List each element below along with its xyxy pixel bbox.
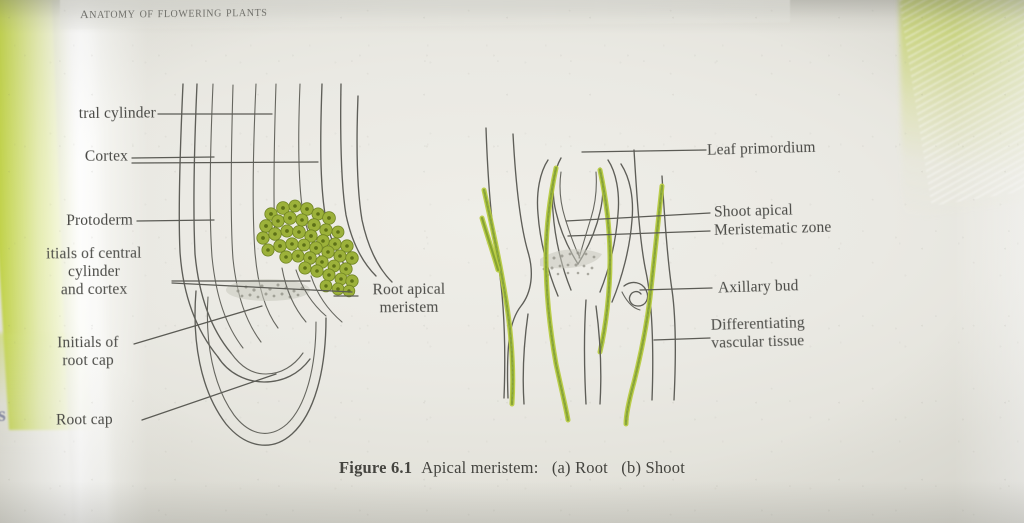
differentiating-vascular-strands [479,165,665,427]
figure-caption: Figure 6.1 Apical meristem: (a) Root (b) … [0,458,1024,478]
shoot-outline-right-leaf [633,149,654,401]
root-meristem-strand-3 [281,267,307,323]
root-layer-left-2 [230,84,262,343]
leader-cortex-2 [131,161,319,164]
root-outline-left-outer [178,83,219,358]
label-initials-of-root-cap: Initials of root cap [57,333,119,370]
caption-title: Apical meristem: [421,458,539,477]
shoot-lower-mid [583,299,587,405]
label-cortex: Cortex [84,147,129,165]
shoot-lower-mid-2 [595,305,602,405]
label-differentiating-vascular-tissue: Differentiating vascular tissue [710,314,806,352]
leader-shoot-apical [565,212,711,222]
leader-axillary-bud [639,287,713,291]
leader-root-cap [141,373,277,421]
root-central-strand-1 [252,83,279,329]
leader-leaf-primordium [581,149,707,153]
root-meristem-strand-1 [295,269,327,317]
root-apical-meristem-cells [256,199,359,298]
caption-part-b: (b) Shoot [621,458,685,477]
leader-meristematic-zone [567,230,711,237]
shoot-apex-panel [479,127,713,427]
root-meristem-strand-2 [310,275,343,323]
leader-initials-central-b [171,282,353,293]
root-cap-outline-inner [206,296,317,434]
label-root-apical-meristem: Root apical meristem [372,280,446,317]
leader-protoderm [136,219,215,222]
root-apex-panel [131,83,393,446]
label-root-cap: Root cap [55,410,113,429]
root-outline-right-2 [339,83,377,277]
label-protoderm: Protoderm [66,211,134,230]
leaf-primordium-left-outer [536,159,559,297]
root-outline-left-inner [193,83,232,354]
root-outline-right-outer [356,95,393,283]
shoot-dome-inner-right [578,171,597,259]
label-central-cylinder: tral cylinder [78,104,157,123]
leader-cortex-1 [131,156,215,159]
shoot-lower-left [522,313,529,405]
shoot-outline-far-right [661,175,676,401]
root-tip-dome-inner [230,352,304,375]
leader-differentiating-vascular [653,337,711,341]
shoot-dome-inner-left [559,171,581,259]
root-layer-left-1 [209,83,244,349]
caption-part-a: (a) Root [551,458,608,477]
caption-figure-number: Figure 6.1 [339,458,413,477]
root-cap-initials-stipple [226,279,310,301]
root-cap-outline [194,290,327,446]
leaf-primordium-right-outer [611,163,634,303]
axillary-bud-outline [623,281,649,307]
leaf-primordium-right-inner [599,159,620,293]
axillary-bud-base [621,291,641,311]
label-initials-of-central-cylinder-and-cortex: itials of central cylinder and cortex [46,244,142,299]
root-tip-dome [217,356,311,383]
left-edge-bleed-text: s [0,404,6,426]
leader-initials-root-cap [133,305,263,345]
